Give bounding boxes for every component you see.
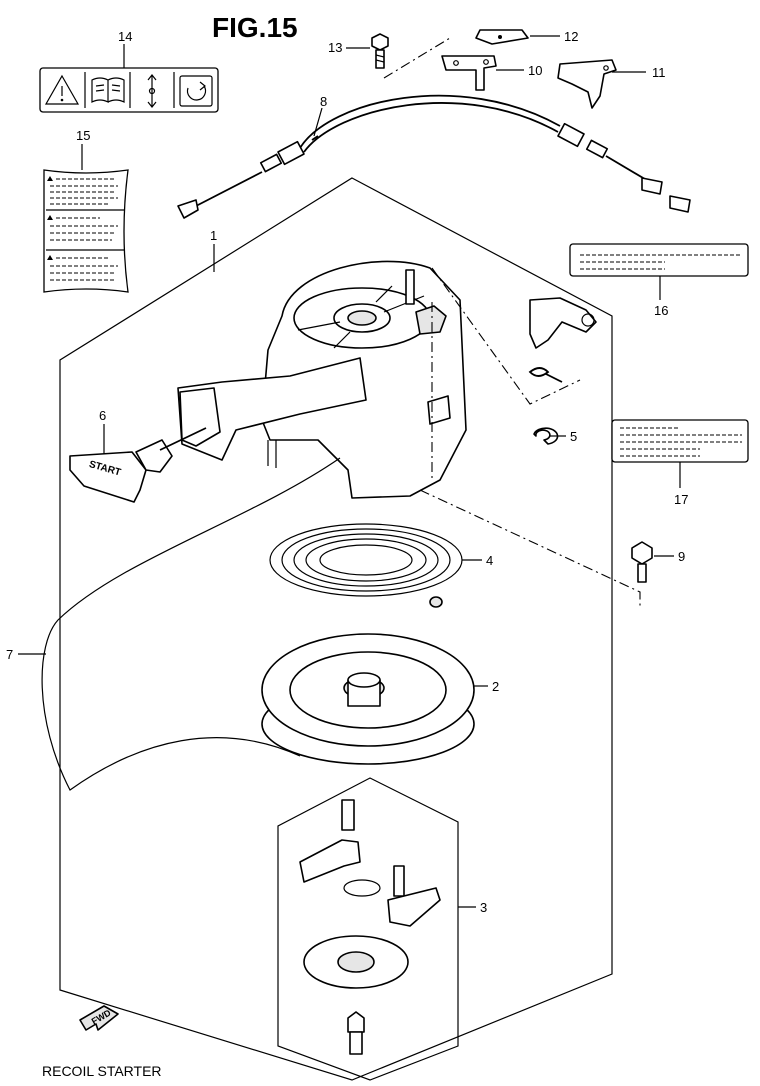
figure-title: FIG.15 — [212, 12, 298, 43]
callout-16: 16 — [654, 303, 668, 318]
callout-8: 8 — [320, 94, 327, 109]
rotate-knob-icon — [179, 75, 213, 107]
warning-icon — [44, 74, 80, 105]
callout-3: 3 — [480, 900, 487, 915]
instruction-label-15 — [43, 169, 129, 293]
warning-label-14 — [39, 67, 219, 113]
callout-9: 9 — [678, 549, 685, 564]
callout-15: 15 — [76, 128, 90, 143]
callout-11: 11 — [652, 65, 666, 80]
callout-17: 17 — [674, 492, 688, 507]
callout-2: 2 — [492, 679, 499, 694]
bolt-13 — [371, 33, 389, 69]
lever-1 — [529, 297, 597, 349]
spiral-spring-4 — [269, 523, 463, 608]
manual-book-icon — [91, 77, 125, 103]
callout-5: 5 — [570, 429, 577, 444]
bolt-9 — [631, 541, 653, 583]
bracket-10 — [441, 55, 497, 91]
decal-17 — [611, 419, 749, 463]
callout-14: 14 — [118, 29, 132, 44]
assembly-box-1 — [59, 177, 613, 1081]
starter-housing-1 — [177, 260, 467, 499]
choke-cable-8 — [177, 94, 691, 219]
callout-1: 1 — [210, 228, 217, 243]
forward-arrow-icon: FWD — [79, 1005, 119, 1031]
callout-12: 12 — [564, 29, 578, 44]
spring-1 — [528, 367, 563, 383]
callout-13: 13 — [328, 40, 342, 55]
callout-7: 7 — [6, 647, 13, 662]
choke-arrows-icon — [147, 74, 157, 108]
leader-13 — [383, 37, 451, 79]
assembly-box-3 — [277, 777, 459, 1081]
leader-1-spring — [431, 267, 581, 405]
callout-4: 4 — [486, 553, 493, 568]
e-ring-5 — [533, 427, 559, 445]
callout-6: 6 — [99, 408, 106, 423]
leader-lines — [18, 35, 681, 908]
starter-handle-6: START — [69, 427, 207, 503]
callout-10: 10 — [528, 63, 542, 78]
reel-2 — [261, 633, 475, 765]
leader-1-bolt — [419, 489, 641, 606]
ratchet-parts-3 — [299, 799, 441, 1055]
starter-rope-7 — [41, 457, 341, 791]
decal-16 — [569, 243, 749, 277]
figure-caption: RECOIL STARTER — [42, 1063, 162, 1079]
bracket-11 — [557, 59, 617, 109]
